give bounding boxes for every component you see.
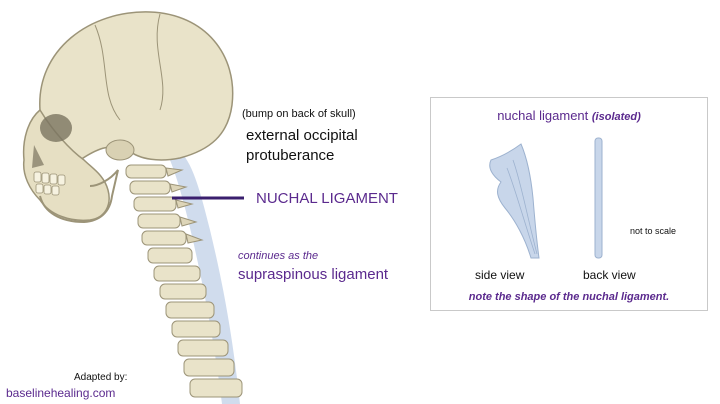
skull-cranium bbox=[39, 11, 234, 161]
panel-title-note: (isolated) bbox=[591, 111, 641, 123]
eop-label-line1: external occipital bbox=[246, 127, 358, 144]
back-view-ligament bbox=[594, 137, 603, 259]
credit-adapted: Adapted by: bbox=[74, 372, 128, 383]
ligament-views bbox=[489, 137, 603, 259]
vertebrae bbox=[125, 164, 243, 398]
credit-site: baselinehealing.com bbox=[6, 386, 116, 400]
teeth bbox=[33, 171, 66, 196]
side-view-ligament bbox=[489, 143, 540, 259]
mandible bbox=[39, 169, 119, 224]
panel-title-main: nuchal ligament bbox=[497, 108, 589, 123]
eop-label-line2: protuberance bbox=[246, 147, 335, 164]
isolated-ligament-panel: nuchal ligament (isolated) not to scale … bbox=[430, 97, 708, 311]
bump-note: (bump on back of skull) bbox=[242, 108, 356, 120]
scale-note: not to scale bbox=[630, 226, 677, 236]
panel-footer: note the shape of the nuchal ligament. bbox=[468, 291, 670, 303]
supraspinous-label: supraspinous ligament bbox=[238, 266, 389, 283]
skull-spine-illustration bbox=[22, 11, 244, 404]
panel-title: nuchal ligament (isolated) bbox=[431, 108, 707, 123]
nuchal-ligament-label: NUCHAL LIGAMENT bbox=[256, 190, 398, 207]
continues-label: continues as the bbox=[238, 250, 319, 262]
side-view-label: side view bbox=[475, 268, 525, 282]
back-view-label: back view bbox=[583, 268, 636, 282]
eye-socket bbox=[40, 114, 72, 142]
